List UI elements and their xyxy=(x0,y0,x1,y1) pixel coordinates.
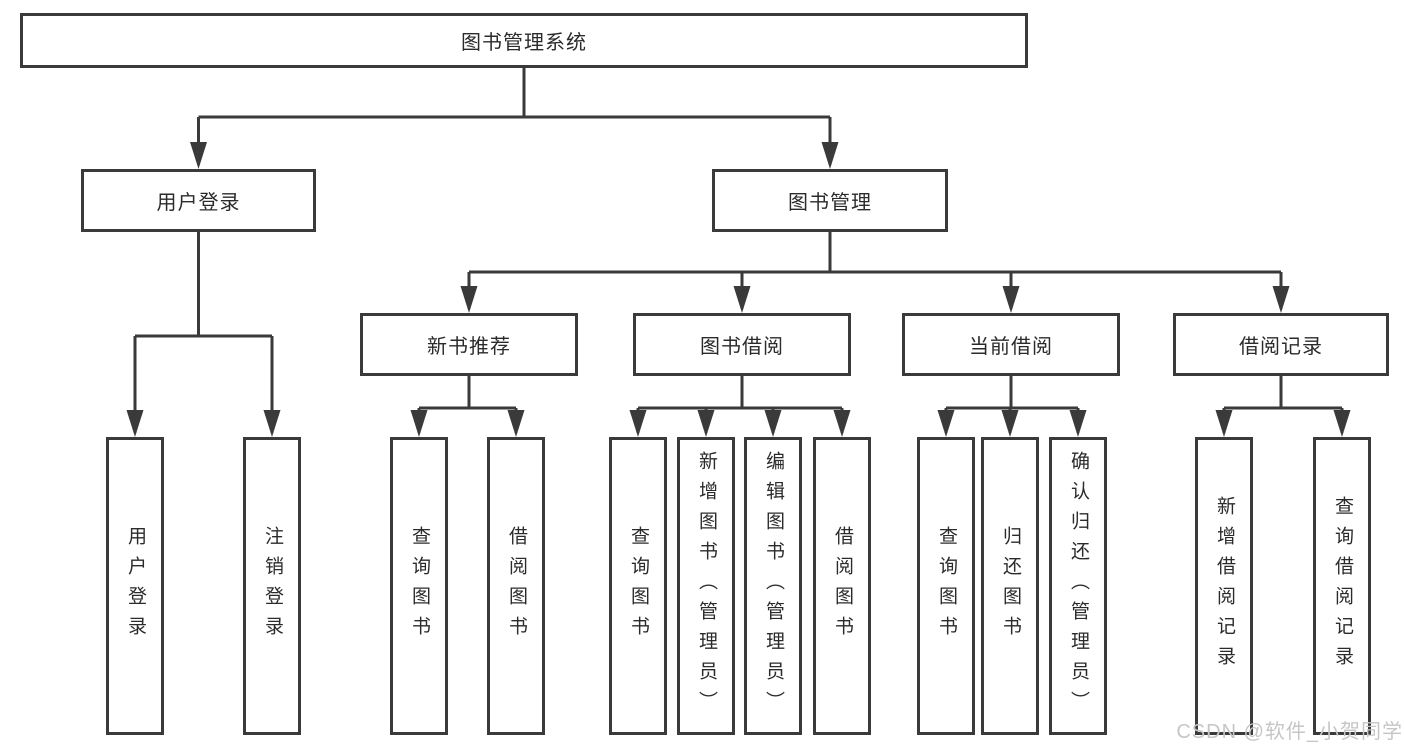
csdn-watermark: CSDN @软件_小贺同学 xyxy=(1176,721,1403,743)
leaf-confirm-return-admin: 确认归还（管理员） xyxy=(1049,437,1107,735)
node-root: 图书管理系统 xyxy=(20,13,1028,68)
connector-new-book-recommendation xyxy=(417,376,518,433)
node-user-login: 用户登录 xyxy=(81,169,316,232)
leaf-add-book-admin: 新增图书（管理员） xyxy=(677,437,735,735)
node-borrowing-records: 借阅记录 xyxy=(1173,313,1389,376)
leaf-query-borrow-record: 查询借阅记录 xyxy=(1313,437,1371,735)
connector-root xyxy=(197,68,832,165)
node-new-book-recommendation: 新书推荐 xyxy=(360,313,578,376)
connector-current-borrowing xyxy=(944,376,1080,433)
leaf-query-books-3: 查询图书 xyxy=(917,437,975,735)
leaf-user-login: 用户登录 xyxy=(106,437,164,735)
node-current-borrowing: 当前借阅 xyxy=(902,313,1120,376)
leaf-return-book: 归还图书 xyxy=(981,437,1039,735)
connector-user-login xyxy=(133,232,274,433)
leaf-edit-book-admin: 编辑图书（管理员） xyxy=(744,437,802,735)
connector-book-management xyxy=(467,232,1283,309)
leaf-borrow-books-1: 借阅图书 xyxy=(487,437,545,735)
leaf-borrow-books-2: 借阅图书 xyxy=(813,437,871,735)
leaf-query-books-1: 查询图书 xyxy=(390,437,448,735)
leaf-add-borrow-record: 新增借阅记录 xyxy=(1195,437,1253,735)
connector-borrowing-records xyxy=(1222,376,1344,433)
connector-book-borrowing xyxy=(636,376,844,433)
leaf-query-books-2: 查询图书 xyxy=(609,437,667,735)
node-book-borrowing: 图书借阅 xyxy=(633,313,851,376)
leaf-logout: 注销登录 xyxy=(243,437,301,735)
node-book-management: 图书管理 xyxy=(712,169,948,232)
